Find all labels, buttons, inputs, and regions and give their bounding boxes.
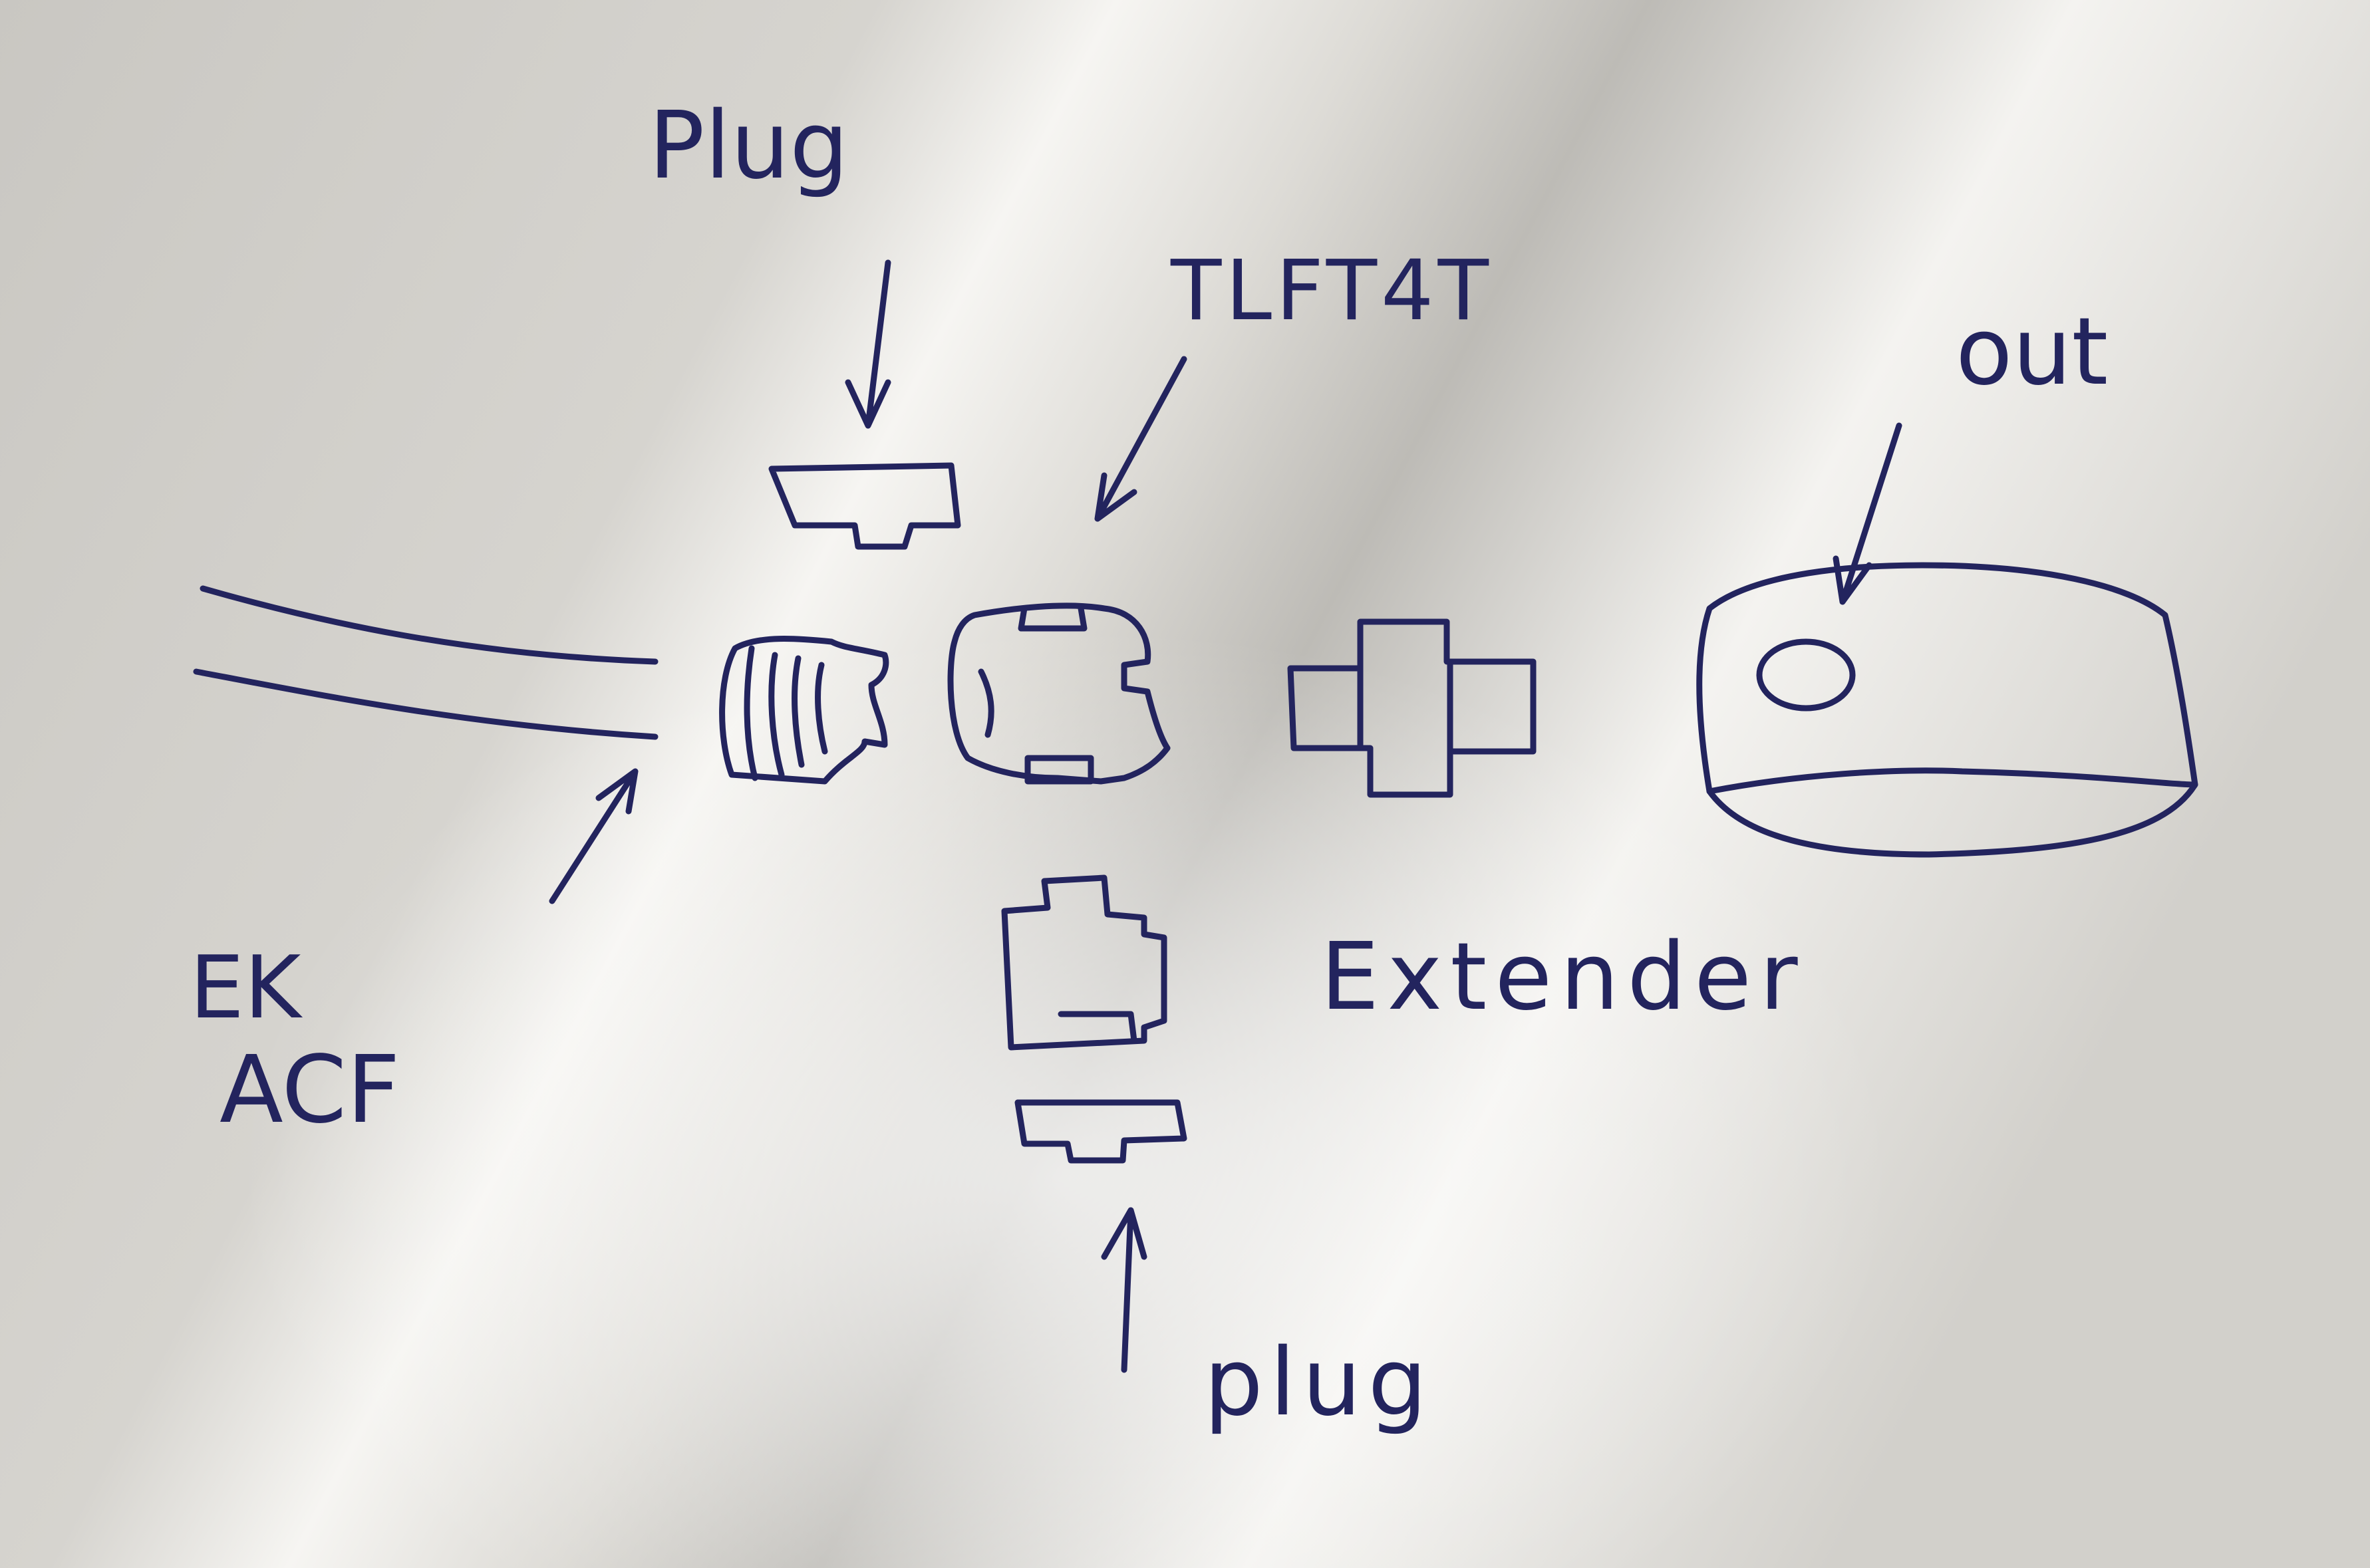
plug-top-shape <box>768 462 961 550</box>
plug-top-arrow <box>845 259 891 429</box>
label-plug-top: Plug <box>649 92 849 200</box>
label-cable-line2: ACF <box>220 1036 400 1144</box>
cable-end-connector <box>719 636 889 785</box>
cable-line-upper <box>200 585 659 665</box>
lower-socket <box>1001 874 1167 1051</box>
plug-bottom-arrow <box>1101 1207 1147 1373</box>
out-device <box>1696 562 2198 858</box>
out-port <box>1756 638 1856 712</box>
cable-line-lower <box>193 668 659 740</box>
label-extender: Extender <box>1320 923 1806 1031</box>
plug-bottom-shape <box>1014 1099 1187 1164</box>
label-connector: TLFT4T <box>1171 243 1493 339</box>
coupler <box>1287 618 1537 798</box>
label-cable-line1: EK <box>190 937 301 1038</box>
label-plug-bottom: plug <box>1204 1329 1434 1437</box>
label-out: out <box>1956 298 2109 406</box>
out-arrow <box>1833 422 1902 605</box>
connector-body <box>947 602 1171 785</box>
connector-arrow <box>1094 356 1187 522</box>
cable-arrow <box>549 768 639 904</box>
